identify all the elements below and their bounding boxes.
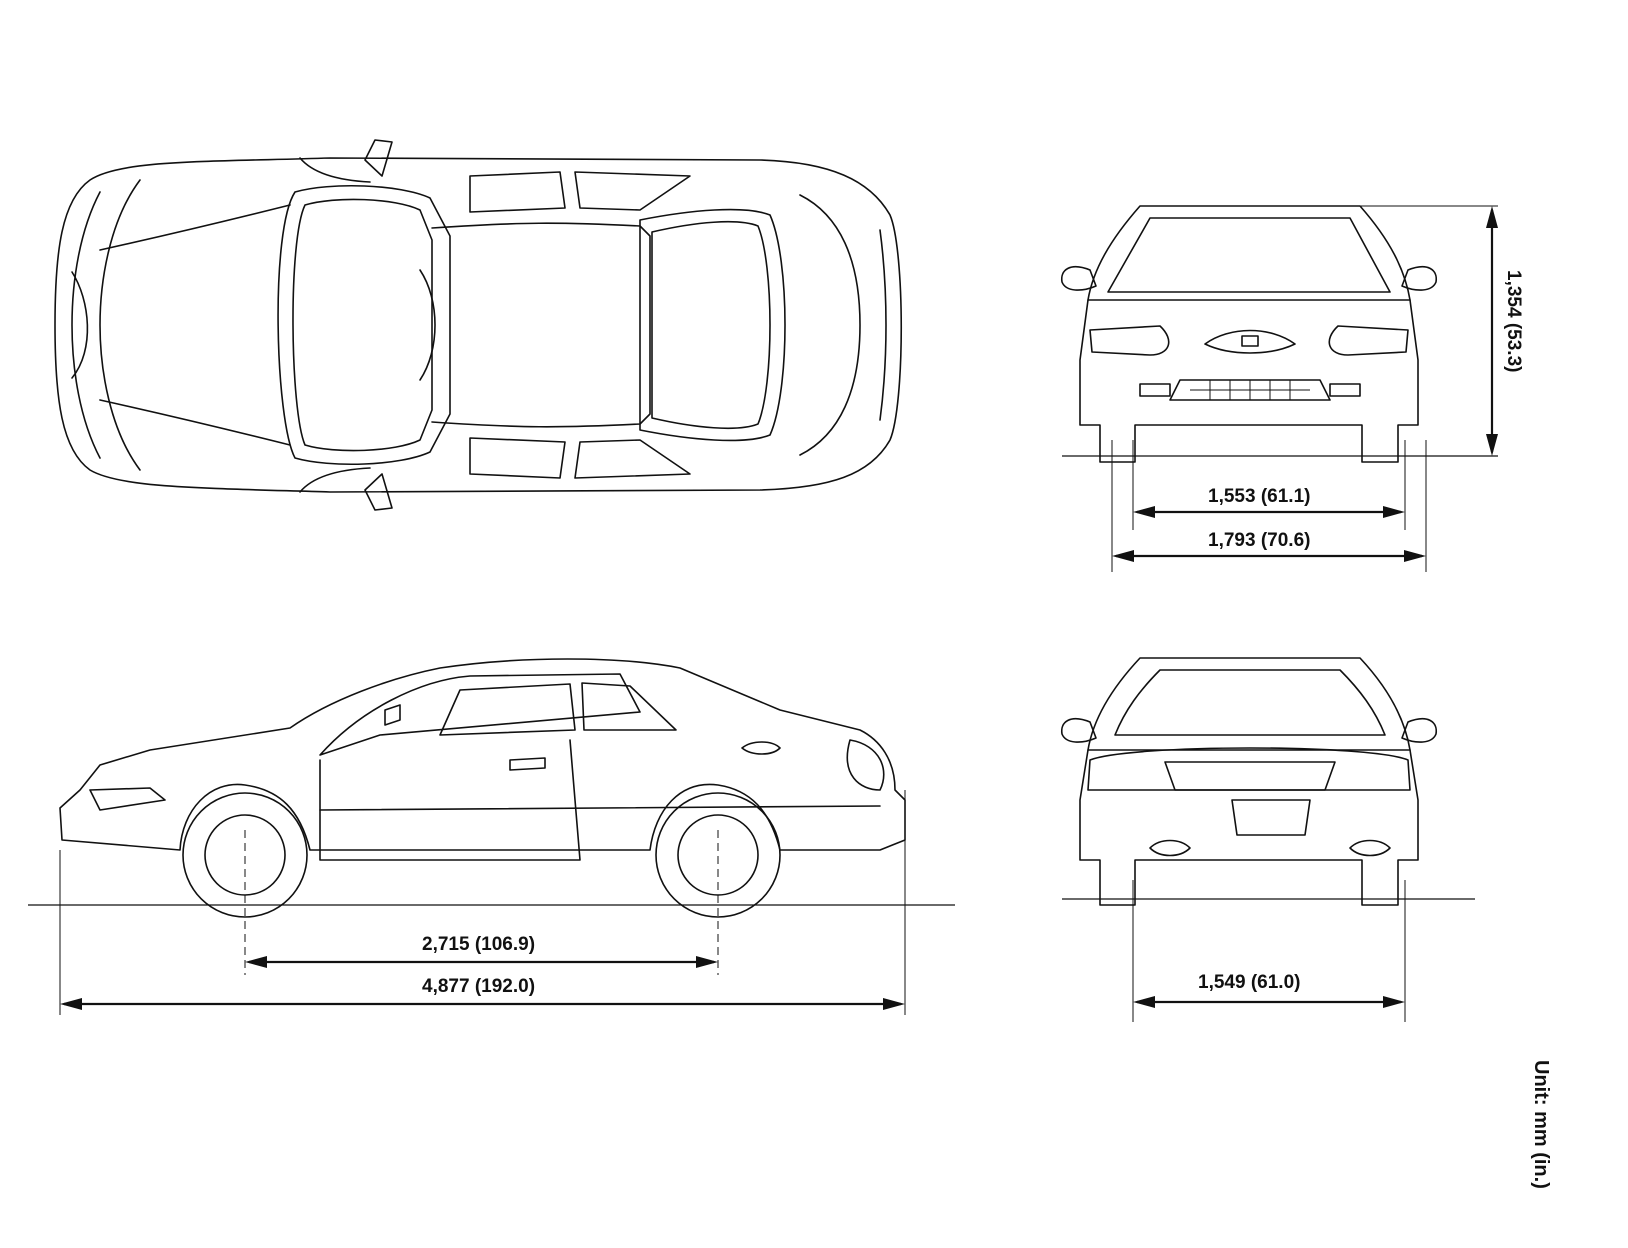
car-top-view [54,139,903,511]
unit-label: Unit: mm (in.) [1530,1060,1552,1189]
car-rear-view [1061,657,1437,906]
overall-height-label: 1,354 (53.3) [1503,270,1524,372]
overall-width-label: 1,793 (70.6) [1208,530,1310,551]
rear-track-label: 1,549 (61.0) [1198,972,1300,993]
side-view-dimensions: 2,715 (106.9) 4,877 (192.0) [28,790,955,1015]
wheelbase-label: 2,715 (106.9) [422,934,535,955]
car-side-view [59,658,906,918]
front-track-label: 1,553 (61.1) [1208,486,1310,507]
car-front-view [1061,205,1437,463]
rear-view-dimensions: 1,549 (61.0) [1062,880,1475,1022]
front-view-dimensions: 1,354 (53.3) 1,553 (61.1) 1,793 (70.6) [1062,205,1524,572]
overall-length-label: 4,877 (192.0) [422,976,535,997]
